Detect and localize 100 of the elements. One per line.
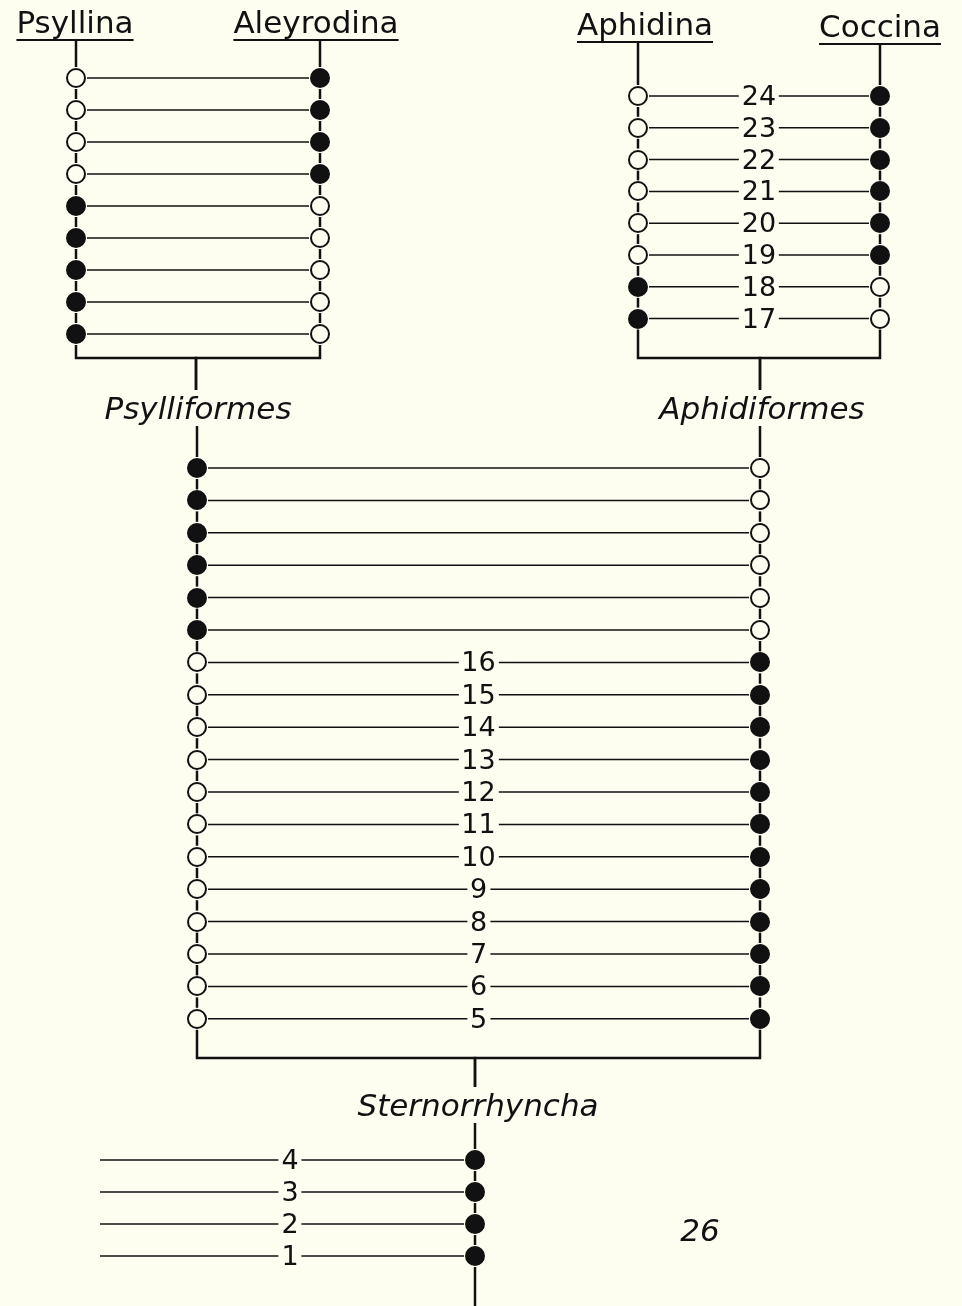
open-circle	[310, 196, 330, 216]
open-circle	[628, 181, 648, 202]
taxon-name: Aphidina	[576, 6, 714, 42]
character-line	[86, 269, 310, 271]
tree-branch	[194, 345, 322, 390]
filled-circle	[750, 879, 770, 900]
open-circle	[187, 976, 207, 997]
filled-circle	[750, 782, 770, 802]
filled-circle	[750, 652, 770, 673]
filled-circle	[870, 245, 890, 265]
filled-circle	[187, 490, 207, 511]
filled-circle	[750, 976, 770, 997]
open-circle	[750, 555, 770, 576]
character-line	[207, 661, 750, 664]
open-circle	[187, 911, 207, 932]
tree-branch	[878, 44, 882, 85]
character-line	[99, 1223, 465, 1225]
open-circle	[628, 117, 648, 138]
character-line	[207, 791, 750, 793]
filled-circle	[66, 228, 86, 248]
open-circle	[870, 308, 890, 329]
character-line	[207, 467, 750, 469]
filled-circle	[310, 100, 330, 120]
character-line	[99, 1255, 465, 1257]
character-line	[207, 1018, 750, 1020]
taxon-name: Psyllina	[16, 4, 134, 40]
filled-circle	[187, 620, 207, 640]
tree-branch	[758, 426, 762, 457]
character-line	[207, 888, 750, 890]
filled-circle	[465, 1214, 485, 1234]
filled-circle	[310, 164, 330, 184]
open-circle	[187, 684, 207, 705]
tree-branch	[74, 40, 78, 67]
character-line	[86, 301, 310, 303]
open-circle	[750, 522, 770, 543]
character-line	[207, 694, 750, 696]
character-line	[99, 1159, 465, 1161]
open-circle	[66, 68, 86, 88]
character-line	[207, 532, 750, 534]
character-line	[207, 985, 750, 988]
open-circle	[187, 879, 207, 900]
filled-circle	[870, 181, 890, 202]
page-number: 26	[680, 1212, 720, 1248]
filled-circle	[187, 458, 207, 478]
filled-circle	[310, 132, 330, 152]
filled-circle	[870, 213, 890, 234]
clade-name: Aphidiformes	[659, 390, 865, 426]
open-circle	[187, 846, 207, 867]
open-circle	[187, 652, 207, 673]
open-circle	[187, 749, 207, 770]
character-line	[99, 1191, 465, 1193]
character-line	[207, 920, 750, 923]
character-line	[86, 333, 310, 335]
filled-circle	[870, 117, 890, 138]
tree-branch	[473, 1123, 477, 1149]
character-line	[207, 953, 750, 955]
character-line	[86, 205, 310, 207]
open-circle	[187, 814, 207, 835]
character-line	[207, 726, 750, 728]
character-line	[207, 596, 750, 599]
tree-branch	[195, 426, 199, 457]
open-circle	[310, 260, 330, 280]
open-circle	[187, 782, 207, 802]
open-circle	[66, 164, 86, 184]
clade-name: Psylliformes	[104, 390, 292, 426]
open-circle	[750, 490, 770, 511]
open-circle	[66, 132, 86, 152]
filled-circle	[750, 684, 770, 705]
filled-circle	[870, 149, 890, 170]
character-line	[86, 109, 310, 111]
filled-circle	[750, 749, 770, 770]
tree-branch	[636, 42, 640, 85]
open-circle	[187, 717, 207, 738]
filled-circle	[750, 814, 770, 835]
open-circle	[750, 587, 770, 608]
character-line	[86, 173, 310, 175]
filled-circle	[750, 944, 770, 964]
filled-circle	[465, 1150, 485, 1170]
filled-circle	[66, 196, 86, 216]
filled-circle	[465, 1246, 485, 1266]
filled-circle	[66, 260, 86, 280]
filled-circle	[750, 717, 770, 738]
open-circle	[870, 276, 890, 297]
taxon-name: Coccina	[819, 8, 941, 44]
filled-circle	[187, 555, 207, 576]
filled-circle	[628, 308, 648, 329]
filled-circle	[187, 587, 207, 608]
clade-name: Sternorrhyncha	[357, 1087, 599, 1123]
taxon-name: Aleyrodina	[233, 4, 399, 40]
character-line	[207, 823, 750, 826]
character-line	[86, 77, 310, 79]
tree-branch	[758, 329, 882, 390]
filled-circle	[750, 1008, 770, 1029]
open-circle	[628, 149, 648, 170]
filled-circle	[750, 911, 770, 932]
character-line	[207, 499, 750, 502]
open-circle	[310, 324, 330, 344]
open-circle	[310, 292, 330, 312]
character-line	[207, 856, 750, 858]
open-circle	[628, 213, 648, 234]
